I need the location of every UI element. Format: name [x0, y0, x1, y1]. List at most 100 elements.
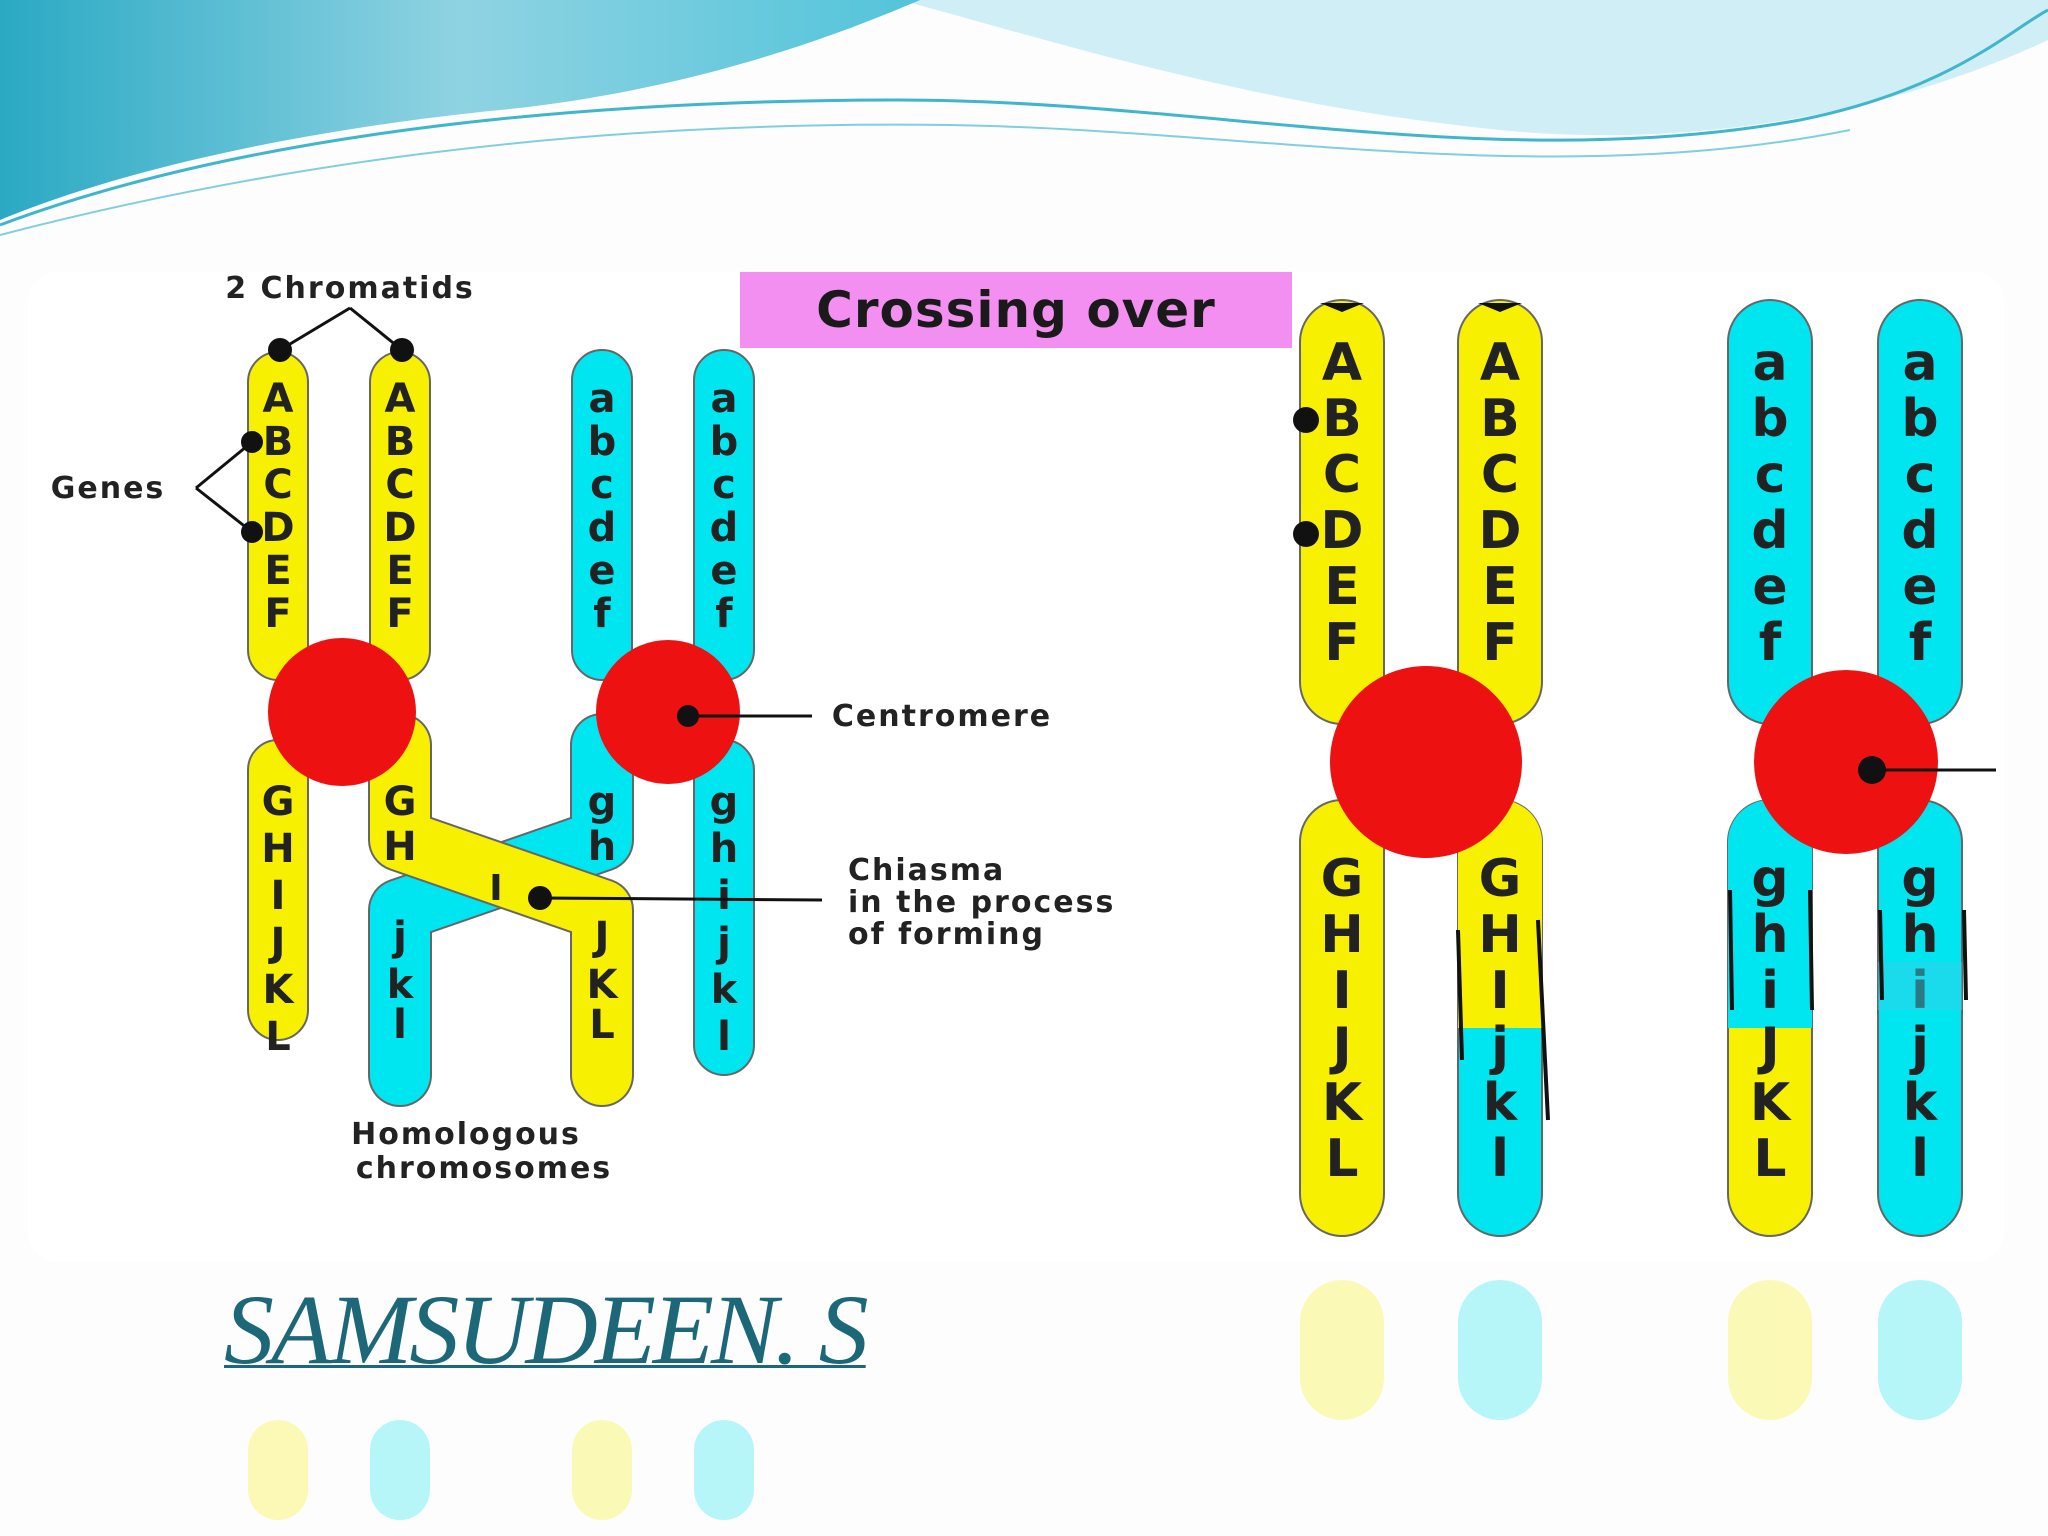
gene-L-label: L: [1753, 1129, 1786, 1189]
reflected-arm: [1878, 1280, 1962, 1420]
chiasma-label: in the process: [848, 885, 1115, 920]
gene-H-label: H: [383, 824, 416, 870]
author-name: SAMSUDEEN. S: [224, 1274, 869, 1385]
gene-l-label: l: [1491, 1129, 1509, 1189]
gene-G-label: G: [1321, 849, 1364, 909]
gene-b-label: b: [1751, 389, 1788, 449]
gene-k-label: k: [1483, 1073, 1519, 1133]
gene-l-label: l: [393, 1002, 407, 1048]
reflected-arm: [1728, 1280, 1812, 1420]
centromere-label: Centromere: [832, 699, 1052, 734]
gene-g-label: g: [1751, 849, 1788, 909]
gene-a-label: a: [589, 376, 616, 422]
gene-marker: [241, 431, 263, 453]
gene-i-label: i: [1761, 961, 1779, 1021]
gene-C-label: C: [385, 462, 414, 508]
gene-e-label: e: [710, 548, 737, 594]
gene-k-label: k: [387, 962, 415, 1008]
gene-G-label: G: [384, 779, 417, 825]
highlight-band: [1878, 962, 1962, 1010]
reflected-arm: [1300, 1280, 1384, 1420]
gene-H-label: H: [1320, 905, 1364, 965]
gene-G-label: G: [262, 779, 295, 825]
gene-E-label: E: [386, 548, 413, 594]
gene-b-label: b: [710, 419, 739, 465]
centromere-circle: [268, 638, 416, 786]
chromatid-notch: [1478, 303, 1522, 312]
gene-E-label: E: [264, 548, 291, 594]
gene-f-label: f: [1909, 613, 1933, 673]
gene-d-label: d: [588, 505, 617, 551]
gene-j-label: j: [715, 920, 731, 966]
gene-f-label: f: [1759, 613, 1783, 673]
reflected-arm: [694, 1420, 754, 1520]
gene-K-label: K: [263, 967, 296, 1013]
centromere-circle: [1330, 666, 1522, 858]
gene-H-label: H: [261, 826, 294, 872]
gene-b-label: b: [1901, 389, 1938, 449]
gene-e-label: e: [588, 548, 615, 594]
centromere-circle: [1754, 670, 1938, 854]
gene-A-label: A: [385, 376, 416, 422]
gene-marker: [1293, 407, 1319, 433]
gene-L-label: L: [589, 1002, 615, 1048]
gene-J-label: J: [592, 914, 610, 960]
gene-C-label: C: [1323, 445, 1361, 505]
pointer-line: [279, 306, 351, 352]
gene-K-label: K: [1750, 1073, 1792, 1133]
gene-j-label: j: [1909, 1017, 1929, 1077]
gene-f-label: f: [715, 591, 733, 637]
drawn-stroke: [1456, 929, 1464, 1061]
gene-J-label: J: [1329, 1017, 1351, 1077]
gene-d-label: d: [1901, 501, 1938, 561]
gene-a-label: a: [1752, 333, 1787, 393]
pointer-line: [195, 486, 253, 534]
gene-k-label: k: [711, 967, 739, 1013]
centromere-circle: [596, 640, 740, 784]
gene-h-label: h: [588, 824, 616, 870]
gene-g-label: g: [1901, 849, 1938, 909]
gene-G-label: G: [1479, 849, 1522, 909]
page-title: Crossing over: [740, 272, 1292, 348]
gene-e-label: e: [1902, 557, 1937, 617]
gene-d-label: d: [710, 505, 739, 551]
chromatid-notch: [1320, 303, 1364, 312]
gene-E-label: E: [1324, 557, 1360, 617]
gene-C-label: C: [1481, 445, 1519, 505]
gene-g-label: g: [588, 779, 617, 825]
chiasma-label: Chiasma: [848, 853, 1005, 888]
gene-c-label: c: [1755, 445, 1786, 505]
gene-marker: [1293, 521, 1319, 547]
chromatids-label: 2 Chromatids: [225, 271, 475, 306]
drawn-stroke: [1808, 889, 1814, 1011]
reflection: [248, 1280, 1962, 1520]
gene-marker: [241, 521, 263, 543]
gene-A-label: A: [1480, 333, 1520, 393]
gene-F-label: F: [386, 591, 413, 637]
gene-J-label: J: [268, 920, 286, 966]
gene-B-label: B: [1480, 389, 1520, 449]
gene-a-label: a: [711, 376, 738, 422]
gene-J-label: J: [1757, 1017, 1779, 1077]
reflected-arm: [248, 1420, 308, 1520]
homologous-label: Homologous: [351, 1117, 581, 1152]
gene-l-label: l: [717, 1014, 731, 1060]
gene-F-label: F: [264, 591, 291, 637]
gene-L-label: L: [265, 1014, 291, 1060]
gene-A-label: A: [1322, 333, 1362, 393]
homologous-label: chromosomes: [356, 1151, 612, 1186]
gene-i-label: i: [717, 873, 731, 919]
chromatid-upper-arm: [571, 349, 633, 681]
chiasma-label: of forming: [848, 917, 1045, 952]
crossover-result-diagram: ABCDEFABCDEFabcdefabcdefGHIJKLGHIjklghiJ…: [1293, 299, 1996, 1237]
gene-E-label: E: [1482, 557, 1518, 617]
gene-l-label: l: [1911, 1129, 1929, 1189]
gene-L-label: L: [1325, 1129, 1358, 1189]
chromatid-marker: [390, 338, 414, 362]
gene-C-label: C: [263, 462, 292, 508]
gene-K-label: K: [587, 962, 620, 1008]
gene-A-label: A: [263, 376, 294, 422]
gene-D-label: D: [383, 505, 416, 551]
drawn-stroke: [1536, 919, 1550, 1121]
gene-j-label: j: [1489, 1017, 1509, 1077]
